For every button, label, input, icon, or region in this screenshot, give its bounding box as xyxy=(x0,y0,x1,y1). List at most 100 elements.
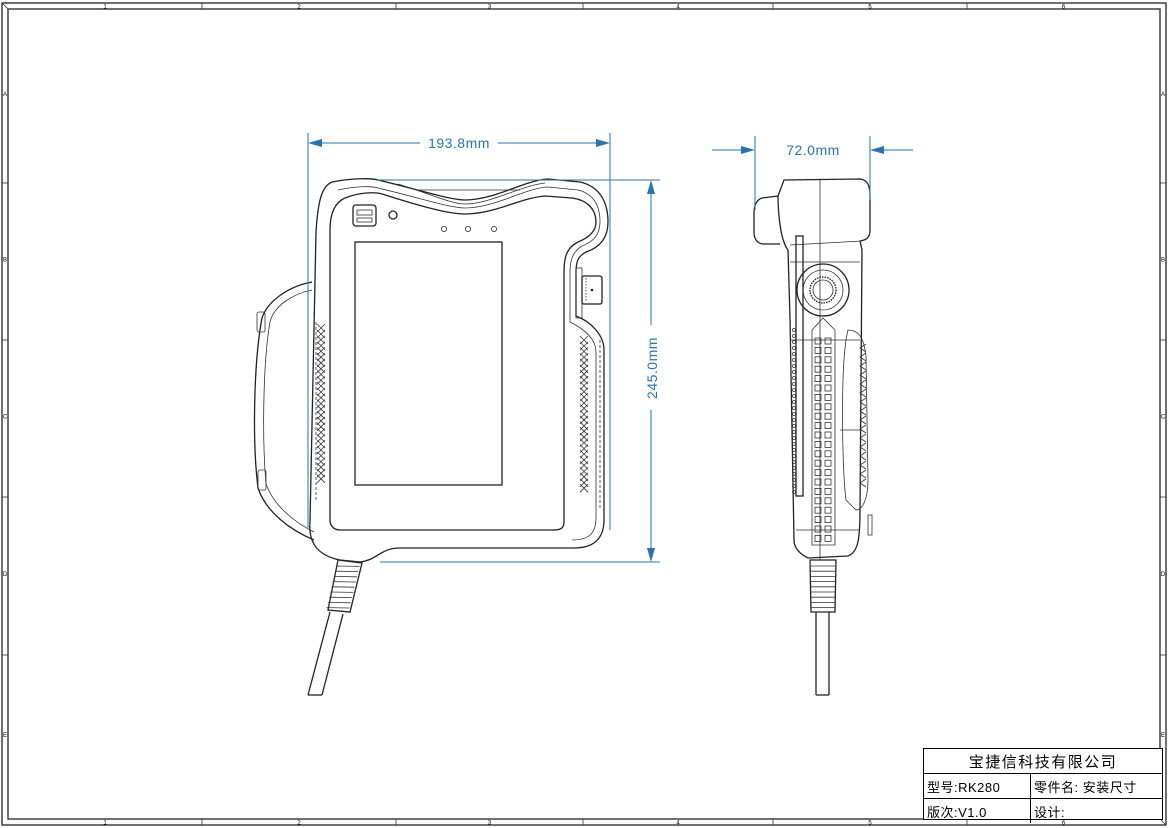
grip-key-icon xyxy=(814,403,822,411)
status-led-3-icon xyxy=(490,225,497,232)
selector-knob-icon xyxy=(575,267,603,319)
grip-dot-icon xyxy=(792,418,796,422)
grip-cross-icon xyxy=(579,364,589,374)
zone-column-label: 3 xyxy=(488,5,492,11)
grip-cross-icon xyxy=(579,421,589,431)
grip-ridge-icon xyxy=(859,388,867,398)
grip-key-icon xyxy=(814,346,822,354)
grip-key-icon xyxy=(814,497,822,505)
grip-key-icon xyxy=(824,478,832,486)
grip-cross-icon xyxy=(316,341,326,350)
grip-key-icon xyxy=(824,469,832,477)
grip-key-icon xyxy=(814,384,822,392)
grip-ridge-icon xyxy=(859,361,867,371)
grip-cross-icon xyxy=(316,352,326,362)
grip-key-icon xyxy=(814,487,822,495)
zone-row-label: C xyxy=(3,415,8,421)
grip-cross-icon xyxy=(579,335,589,345)
grip-key-icon xyxy=(824,516,832,523)
version-field: 版次:V1.0 xyxy=(924,799,1031,823)
status-led-1-icon xyxy=(440,225,447,232)
grip-dot-icon xyxy=(792,406,796,410)
grip-dot-icon xyxy=(792,382,796,386)
grip-dot-icon xyxy=(792,370,796,374)
grip-ridge-icon xyxy=(859,478,867,488)
model-field: 型号:RK280 xyxy=(924,774,1031,798)
grip-key-icon xyxy=(814,516,822,523)
zone-row-label: D xyxy=(1161,572,1166,578)
grip-dot-icon xyxy=(792,442,796,446)
power-button-icon xyxy=(388,210,398,220)
grip-cross-icon xyxy=(579,341,589,351)
emergency-stop-cap xyxy=(753,195,780,245)
grip-key-icon xyxy=(814,422,822,430)
zone-row-label: E xyxy=(1161,733,1165,739)
width-dimension: 193.8mm xyxy=(307,133,611,530)
status-led-2-icon xyxy=(464,225,471,232)
grip-dot-icon xyxy=(792,424,796,428)
grip-key-icon xyxy=(824,375,832,383)
grip-key-icon xyxy=(824,535,832,542)
zone-column-label: 5 xyxy=(868,5,872,11)
grip-key-icon xyxy=(814,375,822,383)
grip-key-icon xyxy=(824,440,832,448)
grip-cross-icon xyxy=(579,398,589,408)
title-block: 宝捷信科技有限公司 型号:RK280 零件名: 安装尺寸 版次:V1.0 设计: xyxy=(923,748,1163,823)
grip-ridge-icon xyxy=(859,397,867,407)
grip-cross-icon xyxy=(316,410,326,420)
grip-key-icon xyxy=(814,356,822,364)
zone-row-label: D xyxy=(3,572,8,578)
grip-cross-icon xyxy=(316,422,326,432)
grip-dot-icon xyxy=(792,484,796,488)
grip-key-icon xyxy=(814,525,822,533)
zone-column-label: 4 xyxy=(676,821,680,827)
height-dimension-label: 245.0mm xyxy=(644,337,660,399)
grip-key-icon xyxy=(814,506,822,514)
grip-dot-icon xyxy=(792,352,796,356)
grip-dot-icon xyxy=(792,412,796,416)
grip-ridge-icon xyxy=(859,451,867,461)
grip-key-icon xyxy=(824,422,832,430)
grip-key-icon xyxy=(814,412,822,420)
grip-key-icon xyxy=(824,459,832,467)
grip-ridge-icon xyxy=(859,406,867,416)
grip-cross-icon xyxy=(316,323,326,333)
grip-cross-icon xyxy=(316,329,326,339)
width-dimension-label: 193.8mm xyxy=(428,135,490,151)
grip-dot-icon xyxy=(792,364,796,368)
grip-key-icon xyxy=(824,384,832,392)
grip-key-icon xyxy=(824,525,832,533)
grip-key-icon xyxy=(814,450,822,458)
zone-column-label: 4 xyxy=(676,5,680,11)
grip-dot-icon xyxy=(792,430,796,434)
grip-dot-icon xyxy=(792,472,796,476)
grip-cross-icon xyxy=(579,375,589,385)
grip-dot-icon xyxy=(792,436,796,440)
part-name-field: 零件名: 安装尺寸 xyxy=(1034,779,1137,795)
grip-cross-icon xyxy=(316,387,326,397)
side-view xyxy=(753,178,873,696)
zone-column-label: 5 xyxy=(868,821,872,827)
zone-column-label: 1 xyxy=(103,5,107,11)
grip-pattern-right xyxy=(579,335,589,493)
grip-cross-icon xyxy=(316,434,326,443)
company-name: 宝捷信科技有限公司 xyxy=(968,753,1118,771)
grip-key-icon xyxy=(824,497,832,505)
zone-column-label: 3 xyxy=(488,821,492,827)
grip-key-icon xyxy=(824,337,832,345)
grip-cross-icon xyxy=(316,399,326,408)
zone-row-label: C xyxy=(1161,415,1166,421)
grip-dot-icon xyxy=(792,460,796,464)
grip-ridge-icon xyxy=(859,460,867,470)
grip-key-icon xyxy=(824,393,832,401)
stylus xyxy=(795,235,804,497)
grip-key-icon xyxy=(814,393,822,401)
zone-column-label: 6 xyxy=(1062,821,1066,827)
grip-ridge-icon xyxy=(859,352,867,362)
grip-key-icon xyxy=(814,431,822,439)
grip-key-icon xyxy=(824,506,832,514)
grip-dot-icon xyxy=(792,394,796,398)
grip-cross-icon xyxy=(316,364,326,374)
grip-cross-icon xyxy=(579,467,589,476)
